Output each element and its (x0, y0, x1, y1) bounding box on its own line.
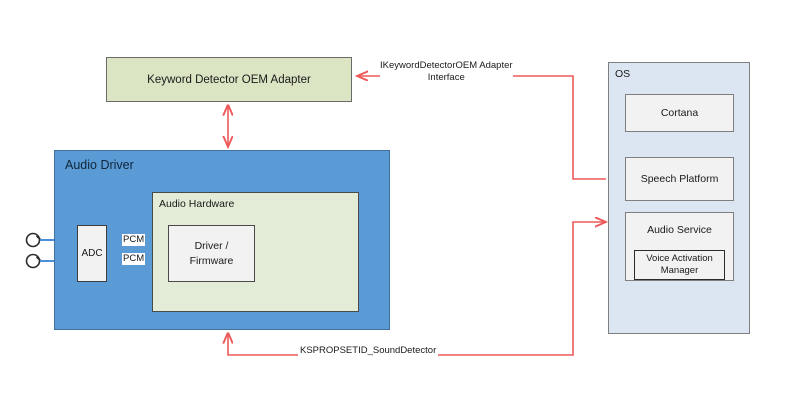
ikeyworddetector-interface-label: IKeywordDetectorOEM Adapter Interface (380, 60, 513, 84)
audio-driver-label: Audio Driver (65, 158, 134, 172)
adc-box: ADC (77, 225, 107, 282)
voice-activation-manager-box: Voice Activation Manager (634, 250, 725, 280)
driver-firmware-box: Driver / Firmware (168, 225, 255, 282)
adc-label: ADC (81, 248, 103, 259)
driver-firmware-line1: Driver / (194, 240, 229, 253)
keyword-detector-oem-adapter-label: Keyword Detector OEM Adapter (147, 73, 311, 86)
vam-line2: Manager (660, 265, 699, 276)
ikeyword-line2: Interface (427, 71, 465, 83)
cortana-box: Cortana (625, 94, 734, 132)
speech-platform-box: Speech Platform (625, 157, 734, 201)
ikeyworddetector-connector (357, 76, 606, 180)
microphone-icon-2 (25, 253, 42, 269)
audio-hardware-label: Audio Hardware (159, 198, 235, 210)
speech-platform-label: Speech Platform (640, 173, 719, 185)
driver-firmware-line2: Firmware (189, 254, 234, 267)
os-label: OS (615, 68, 631, 80)
driver-firmware-label: Driver / Firmware (190, 239, 234, 267)
audio-service-label: Audio Service (647, 224, 712, 236)
microphone-icon-1 (25, 232, 42, 248)
pcm-label-2: PCM (122, 253, 146, 265)
voice-activation-manager-label: Voice Activation Manager (646, 253, 713, 278)
keyword-detector-oem-adapter-box: Keyword Detector OEM Adapter (106, 57, 352, 102)
cortana-label: Cortana (660, 107, 699, 119)
kspropsetid-sounddetector-label: KSPROPSETID_SoundDetector (298, 345, 439, 357)
vam-line1: Voice Activation (646, 252, 713, 264)
pcm-label-1: PCM (122, 234, 146, 246)
ikeyword-line1: IKeywordDetectorOEM Adapter (380, 60, 513, 71)
